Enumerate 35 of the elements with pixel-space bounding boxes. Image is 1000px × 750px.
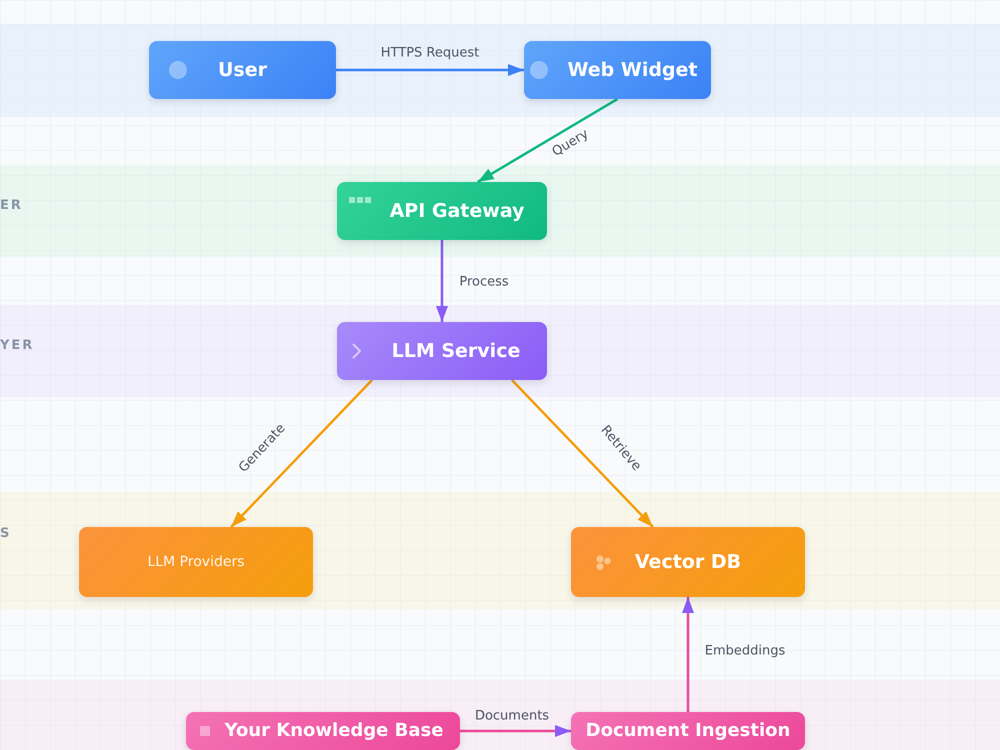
arrow — [230, 379, 373, 528]
node-title: Document Ingestion — [586, 720, 790, 742]
service-box — [524, 41, 711, 99]
layer-band — [0, 24, 1000, 117]
arrow — [460, 725, 571, 737]
edge-label: HTTPS Request — [380, 46, 480, 62]
arrow — [511, 379, 654, 528]
layer-label: S — [0, 526, 12, 542]
service-box — [337, 182, 547, 240]
arrow — [477, 98, 618, 184]
arrow — [436, 240, 448, 322]
edge-label: Process — [459, 276, 509, 290]
node-title: API Gateway — [390, 200, 524, 222]
service-box — [571, 527, 805, 597]
service-box — [186, 712, 460, 750]
arrow — [682, 597, 694, 712]
layer-label: YER — [0, 338, 34, 354]
layer-band — [0, 680, 1000, 750]
edge-label: Documents — [474, 710, 550, 724]
node-title: User — [218, 58, 267, 82]
node-title: Web Widget — [567, 58, 698, 82]
layer-band — [0, 305, 1000, 397]
service-box — [79, 527, 313, 597]
node-title: Vector DB — [634, 550, 742, 574]
node-subtitle: LLM Providers — [147, 554, 245, 570]
node-title: Your Knowledge Base — [224, 720, 444, 742]
arrow — [336, 64, 524, 76]
node-title: LLM Service — [392, 340, 520, 362]
service-box — [149, 41, 336, 99]
layer-band — [0, 492, 1000, 609]
layer-band — [0, 165, 1000, 257]
service-box — [337, 322, 547, 380]
service-box — [571, 712, 805, 750]
edge-label: Embeddings — [704, 644, 786, 660]
layer-label: ER — [0, 198, 23, 214]
